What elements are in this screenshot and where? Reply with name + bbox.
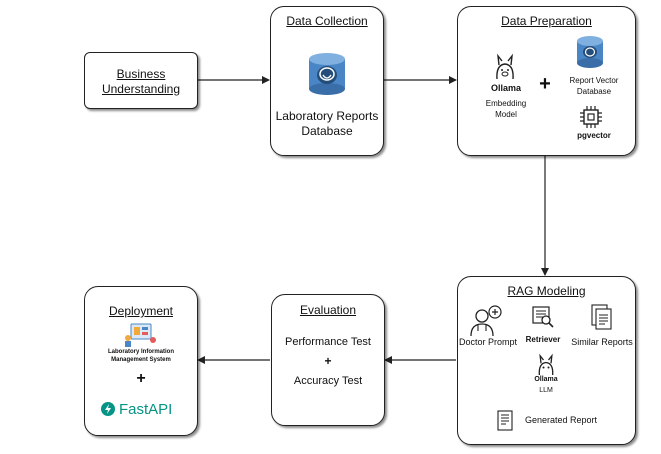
llm-label: LLM	[539, 387, 553, 394]
business-label-line1: Business	[116, 67, 166, 81]
doctor-icon	[470, 305, 502, 337]
postgresql-database-icon	[309, 53, 345, 95]
preparation-plus: +	[539, 73, 551, 95]
data-preparation-box: Data Preparation Ollama Embedding Model …	[457, 6, 636, 156]
deployment-box: Deployment Laboratory Information Manage…	[84, 286, 198, 436]
doctor-prompt-label: Doctor Prompt	[458, 337, 518, 347]
deployment-title: Deployment	[108, 304, 174, 318]
evaluation-box: Evaluation Performance Test + Accuracy T…	[271, 294, 385, 426]
rag-modeling-box: RAG Modeling Doctor Prompt Retriever Sim…	[457, 276, 636, 445]
generated-report-label: Generated Report	[524, 415, 598, 425]
fastapi-bolt-icon	[101, 402, 115, 416]
retriever-label: Retriever	[525, 335, 561, 344]
pgvector-label: pgvector	[577, 131, 611, 140]
deployment-plus: +	[136, 370, 146, 387]
generated-report-icon	[497, 410, 513, 431]
business-understanding-box: Business Understanding	[84, 52, 198, 109]
evaluation-title: Evaluation	[299, 303, 357, 317]
lims-illustration-icon	[125, 323, 156, 347]
performance-test-label: Performance Test	[284, 336, 371, 348]
ollama-label: Ollama	[490, 83, 521, 93]
ollama-llm-icon	[538, 353, 554, 376]
vector-database-icon	[577, 36, 603, 68]
collection-label-line2: Database	[301, 124, 353, 138]
data-preparation-title: Data Preparation	[501, 14, 592, 28]
similar-reports-label: Similar Reports	[571, 337, 633, 347]
embedding-label-line1: Embedding	[485, 99, 527, 108]
business-label-line2: Understanding	[101, 82, 181, 96]
collection-label-line1: Laboratory Reports	[275, 109, 379, 123]
lims-label-line2: Management System	[111, 357, 171, 363]
retriever-icon	[532, 306, 554, 328]
vector-db-label-line1: Report Vector	[569, 76, 619, 85]
embedding-label-line2: Model	[495, 110, 517, 119]
ollama-llm-label: Ollama	[534, 376, 558, 383]
evaluation-plus: +	[324, 354, 332, 368]
fastapi-label: FastAPI	[119, 400, 173, 418]
accuracy-test-label: Accuracy Test	[293, 375, 363, 387]
rag-modeling-title: RAG Modeling	[507, 284, 586, 298]
similar-reports-icon	[591, 304, 612, 330]
data-collection-box: Data Collection Laboratory Reports Datab…	[270, 6, 384, 156]
chip-icon	[580, 106, 602, 128]
data-collection-title: Data Collection	[286, 14, 368, 28]
fastapi-logo: FastAPI	[101, 399, 172, 419]
lims-label-line1: Laboratory Information	[107, 349, 174, 355]
vector-db-label-line2: Database	[576, 87, 612, 96]
ollama-llama-icon	[496, 53, 514, 80]
